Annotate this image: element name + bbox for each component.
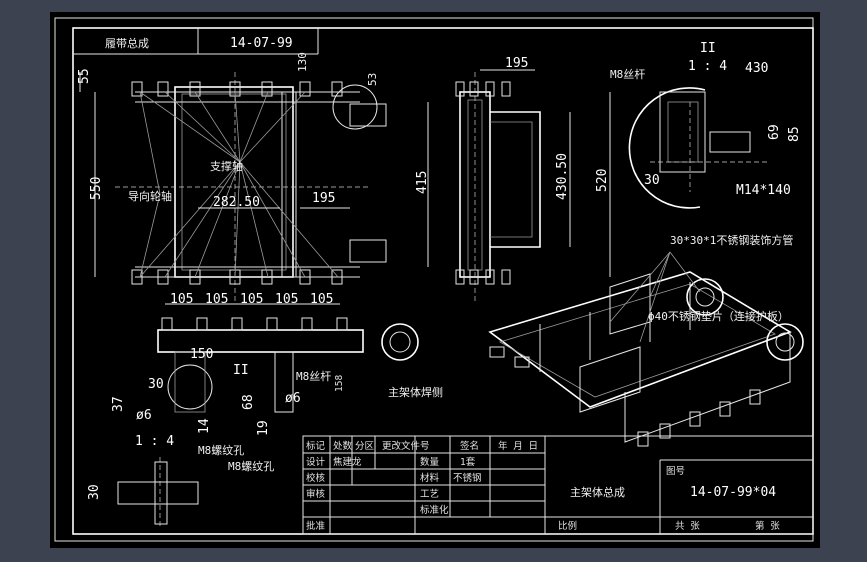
dim-30-detail: 30: [644, 173, 660, 188]
dim-105-3: 105: [240, 292, 263, 307]
dim-19: 19: [256, 420, 271, 436]
front-view: [115, 72, 387, 302]
tb-material-value: 不锈钢: [453, 472, 482, 484]
detail-ii-view: [628, 87, 770, 209]
label-main-frame-plate: 主架体焊侧: [388, 385, 443, 399]
title-block: [302, 435, 814, 535]
label-tube-30: 30*30*1不锈钢装饰方管: [670, 233, 793, 247]
dim-105-4: 105: [275, 292, 298, 307]
drawing-canvas[interactable]: 履带总成 14-07-99 550: [50, 12, 820, 548]
label-m14: M14*140: [736, 183, 791, 198]
small-detail-view: [117, 457, 199, 527]
detail-scale-2: 1 : 4: [135, 434, 174, 449]
isometric-view: [488, 251, 804, 447]
tb-r-check: 校核: [306, 472, 326, 484]
label-support-shaft: 支撑轴: [210, 159, 243, 173]
tb-process-label: 工艺: [420, 489, 439, 500]
dim-150: 150: [190, 347, 213, 362]
dim-69: 69: [767, 124, 782, 140]
tb-part-name: 主架体总成: [570, 485, 625, 499]
dim-105-1: 105: [170, 292, 193, 307]
dim-14: 14: [197, 418, 212, 434]
tb-qty-value: 1套: [460, 456, 476, 468]
dim-550: 550: [89, 177, 104, 200]
dim-158: 158: [334, 375, 345, 392]
label-m8-rod-top: M8丝杆: [610, 67, 645, 81]
tb-total-label: 共 张: [675, 521, 700, 532]
dim-85: 85: [787, 126, 802, 142]
tb-h2: 处数: [333, 440, 353, 452]
plan-view: [157, 317, 419, 413]
label-m8-thread-2: M8螺纹孔: [228, 459, 274, 473]
side-view: [455, 72, 541, 302]
tb-scale-label: 比例: [558, 520, 577, 532]
label-m8-rod-mid: M8丝杆: [296, 369, 331, 383]
tb-material-label: 材料: [420, 472, 440, 484]
label-m8-thread-1: M8螺纹孔: [198, 443, 244, 457]
detail-label-left: II: [233, 363, 249, 378]
tb-r-approve: 批准: [306, 520, 326, 532]
dim-37: 37: [111, 396, 126, 412]
dim-55: 55: [77, 68, 92, 84]
label-guide-wheel-shaft: 导向轮轴: [128, 189, 172, 203]
tb-drawing-no: 14-07-99*04: [690, 485, 776, 500]
dim-30-left: 30: [148, 377, 164, 392]
tb-h6: 年 月 日: [498, 440, 538, 452]
label-bearing: ϕ40不锈钢垫片（连接护板）: [648, 309, 789, 323]
dim-430: 430: [745, 61, 768, 76]
tb-sheet-label: 第 张: [755, 520, 780, 532]
tb-r-review: 审核: [306, 488, 326, 500]
tb-drawing-no-label: 图号: [666, 466, 685, 477]
dim-430-50: 430.50: [555, 153, 570, 200]
dim-520: 520: [595, 169, 610, 192]
dim-68: 68: [241, 394, 256, 410]
sheet-inner-border: [72, 27, 814, 535]
tb-h5: 签名: [460, 440, 479, 452]
header-code: 14-07-99: [230, 36, 293, 51]
tb-qty-label: 数量: [420, 456, 440, 468]
dim-53: 53: [366, 73, 379, 86]
detail-scale: 1 : 4: [688, 59, 727, 74]
header-title: 履带总成: [105, 36, 149, 50]
tb-h3: 分区: [355, 441, 375, 452]
dim-130: 130: [296, 52, 309, 72]
dim-415: 415: [415, 171, 430, 194]
dim-105-2: 105: [205, 292, 228, 307]
dim-105-5: 105: [310, 292, 333, 307]
tb-designer: 焦建龙: [333, 456, 362, 468]
dim-282-50: 282.50: [213, 195, 260, 210]
dim-195-top: 195: [505, 56, 528, 71]
dim-6-left: ø6: [136, 408, 152, 423]
tb-r-design: 设计: [306, 456, 326, 468]
tb-h4: 更改文件号: [382, 440, 430, 452]
tb-h1: 标记: [306, 440, 326, 452]
dim-195-mid: 195: [312, 191, 335, 206]
dim-30-small: 30: [87, 484, 102, 500]
tb-standard-label: 标准化: [420, 504, 449, 516]
dim-6-mid: ø6: [285, 391, 301, 406]
detail-view-label: II: [700, 41, 716, 56]
